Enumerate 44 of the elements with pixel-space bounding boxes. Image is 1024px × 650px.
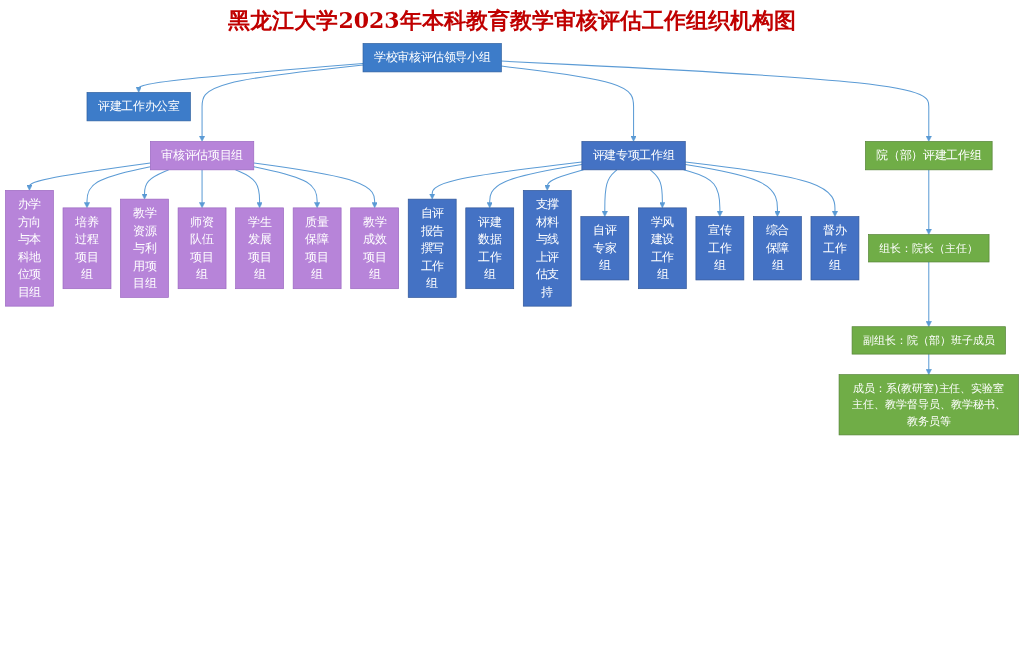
node-box: 支撑材料与线上评估支持 [522, 190, 572, 307]
arrow [601, 169, 618, 217]
node-box: 成员：系(教研室)主任、实验室主任、教学督导员、教学秘书、教务员等 [838, 374, 1019, 436]
arrow [544, 169, 584, 191]
node-box: 综合保障组 [753, 216, 802, 281]
arrow [925, 261, 932, 327]
node-box: 自评报告撰写工作组 [407, 198, 457, 298]
diagram-title: 黑龙江大学2023年本科教育教学审核评估工作组织机构图 [227, 6, 797, 35]
arrow [253, 166, 321, 209]
arrow [199, 169, 206, 209]
arrow [684, 161, 838, 217]
node-box: 学生发展项目组 [235, 207, 284, 290]
node-box: 培养过程项目组 [62, 207, 112, 290]
arrow [135, 62, 364, 93]
arrow [683, 169, 723, 217]
arrow [684, 163, 781, 217]
arrow [26, 162, 151, 191]
node-box: 组长：院长（主任） [868, 234, 990, 263]
arrow [925, 169, 932, 235]
node-box: 副组长：院（部）班子成员 [851, 326, 1006, 355]
node-box: 教学资源与利用项目组 [120, 198, 169, 298]
node-box: 评建专项工作组 [581, 141, 686, 171]
arrow [253, 162, 378, 209]
arrow [486, 163, 583, 209]
arrow [500, 60, 932, 142]
node-box: 自评专家组 [580, 216, 630, 281]
arrow [429, 161, 583, 200]
node-box: 办学方向与本科地位项目组 [5, 190, 54, 307]
node-box: 学校审核评估领导小组 [362, 43, 502, 73]
arrow [500, 65, 637, 142]
arrow [84, 166, 151, 209]
node-box: 宣传工作组 [695, 216, 745, 281]
node-box: 审核评估项目组 [150, 141, 255, 171]
node-box: 评建工作办公室 [86, 92, 191, 122]
node-box: 督办工作组 [810, 216, 860, 281]
node-box: 质量保障项目组 [292, 207, 342, 290]
arrow [649, 169, 666, 209]
node-box: 师资队伍项目组 [177, 207, 227, 290]
node-box: 院（部）评建工作组 [865, 141, 993, 171]
node-box: 教学成效项目组 [350, 207, 399, 290]
node-box: 评建数据工作组 [465, 207, 515, 290]
arrow [199, 64, 364, 142]
arrow [925, 353, 932, 375]
node-box: 学风建设工作组 [638, 207, 687, 290]
